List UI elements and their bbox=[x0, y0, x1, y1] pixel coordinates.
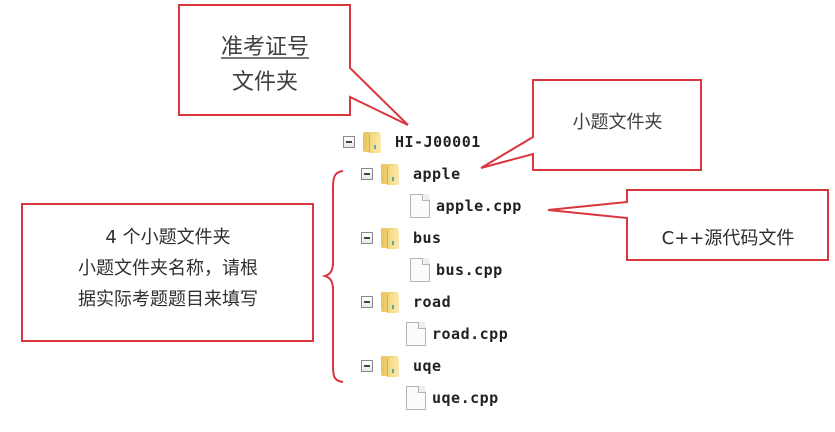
collapse-icon[interactable] bbox=[343, 136, 355, 148]
callout-exam-id-folder: 准考证号 文件夹 bbox=[180, 30, 350, 100]
tree-node-label: road.cpp bbox=[432, 325, 509, 343]
tree-node-file[interactable]: apple.cpp bbox=[410, 194, 522, 218]
tree-node-file[interactable]: road.cpp bbox=[406, 322, 509, 346]
folder-icon bbox=[363, 131, 381, 153]
collapse-icon[interactable] bbox=[361, 360, 373, 372]
file-icon bbox=[410, 258, 430, 282]
callout-four-line1: 4 个小题文件夹 bbox=[105, 227, 231, 248]
callout-subfolder: 小题文件夹 bbox=[572, 112, 663, 133]
folder-icon bbox=[381, 227, 399, 249]
tree-node-label: apple bbox=[413, 165, 461, 183]
callout-four-line3: 据实际考题题目来填写 bbox=[78, 289, 258, 310]
tree-node-folder[interactable]: road bbox=[361, 291, 451, 313]
tree-node-file[interactable]: uqe.cpp bbox=[406, 386, 499, 410]
tree-node-label: apple.cpp bbox=[436, 197, 522, 215]
tree-node-folder[interactable]: apple bbox=[361, 163, 461, 185]
callout-four-line2: 小题文件夹名称，请根 bbox=[78, 258, 258, 279]
file-icon bbox=[406, 322, 426, 346]
callout-exam-id-line1: 准考证号 bbox=[220, 35, 309, 60]
tree-node-label: uqe.cpp bbox=[432, 389, 499, 407]
folder-icon bbox=[381, 291, 399, 313]
collapse-icon[interactable] bbox=[361, 296, 373, 308]
folder-icon bbox=[381, 355, 399, 377]
tree-node-label: HI-J00001 bbox=[395, 133, 481, 151]
tree-node-folder[interactable]: uqe bbox=[361, 355, 442, 377]
tree-node-label: bus bbox=[413, 229, 442, 247]
collapse-icon[interactable] bbox=[361, 168, 373, 180]
tree-node-label: road bbox=[413, 293, 452, 311]
callout-exam-id-line2: 文件夹 bbox=[231, 70, 298, 95]
collapse-icon[interactable] bbox=[361, 232, 373, 244]
tree-node-root[interactable]: HI-J00001 bbox=[343, 131, 481, 153]
tree-node-file[interactable]: bus.cpp bbox=[410, 258, 503, 282]
callout-four-subfolders: 4 个小题文件夹 小题文件夹名称，请根 据实际考题题目来填写 bbox=[23, 222, 313, 315]
tree-node-label: bus.cpp bbox=[436, 261, 503, 279]
tree-node-label: uqe bbox=[413, 357, 442, 375]
file-icon bbox=[406, 386, 426, 410]
callout-cpp-source: C++源代码文件 bbox=[661, 228, 795, 249]
tree-node-folder[interactable]: bus bbox=[361, 227, 442, 249]
curly-brace bbox=[321, 170, 344, 383]
folder-icon bbox=[381, 163, 399, 185]
file-icon bbox=[410, 194, 430, 218]
